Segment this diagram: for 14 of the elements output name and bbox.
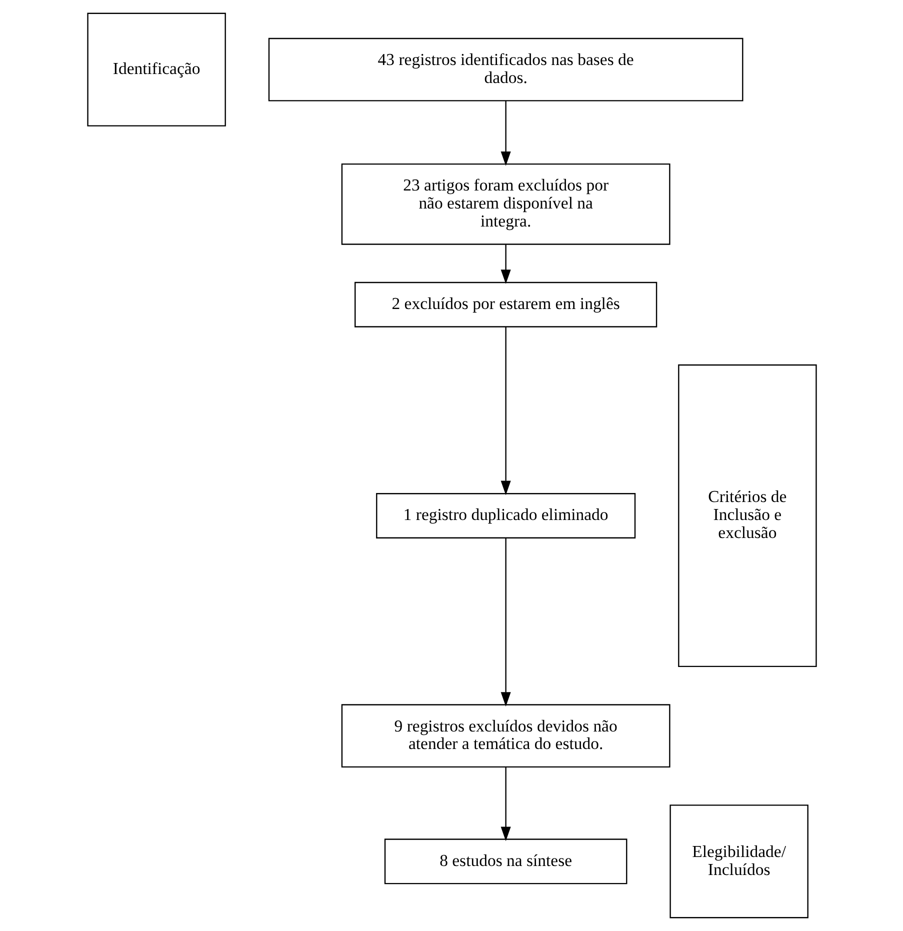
node-box: Identificação [86,12,226,126]
arrow [500,767,510,842]
node-box: 1 registro duplicado eliminado [376,493,636,538]
node-box: 2 excluídos por estarem em inglês [354,282,657,328]
arrow [500,538,510,706]
node-box: Critérios de Inclusão e exclusão [678,364,816,668]
node-box: 43 registros identificados nas bases de dados. [268,38,743,102]
node-box: 9 registros excluídos devidos não atender a temática do estudo. [340,704,670,768]
arrow [500,326,510,496]
node-box: 23 artigos foram excluídos por não estarem disponível na integra. [340,163,670,245]
node-box: 8 estudos na síntese [384,838,627,884]
arrow [500,244,510,284]
node-box: Elegibilidade/ Incluídos [669,804,808,918]
arrow [500,100,510,166]
